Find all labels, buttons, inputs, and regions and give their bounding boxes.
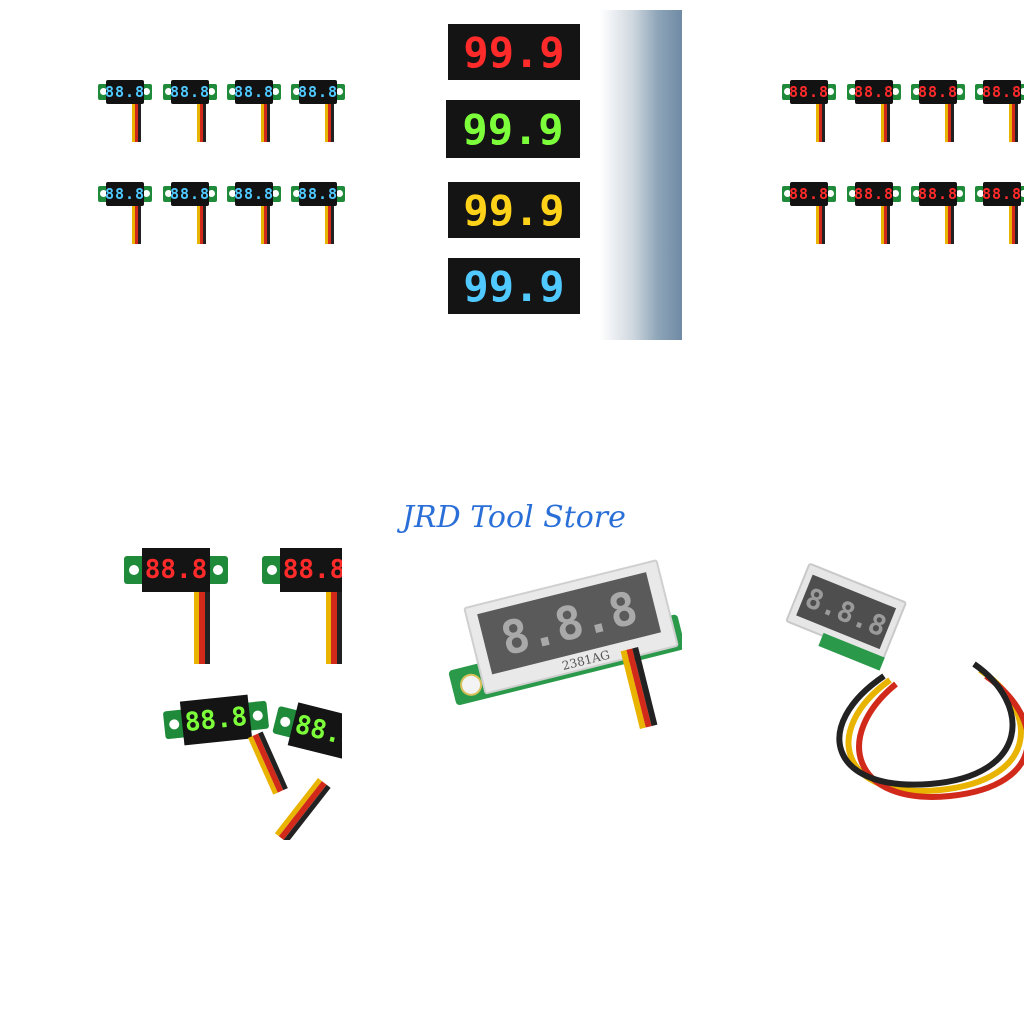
green-module-large-2: 88.8 bbox=[270, 698, 342, 766]
red-module-large-2-wires bbox=[326, 592, 342, 664]
red-module: 88.8 bbox=[911, 80, 965, 142]
red-module: 88.8 bbox=[975, 182, 1024, 244]
red-module: 88.8 bbox=[847, 80, 901, 142]
red-module-reading: 88.8 bbox=[789, 182, 828, 206]
blue-module-reading: 88.8 bbox=[298, 80, 337, 104]
display-yellow: 99.9 bbox=[448, 182, 580, 238]
green-module-large-1-reading: 88.8 bbox=[183, 701, 249, 739]
blue-module: 88.8 bbox=[291, 182, 345, 244]
red-module: 88.8 bbox=[847, 182, 901, 244]
circuit-board-background bbox=[600, 10, 682, 340]
display-green: 99.9 bbox=[446, 100, 580, 158]
red-module-reading: 88.8 bbox=[982, 182, 1021, 206]
red-module-large-2: 88.8 bbox=[262, 548, 342, 592]
blue-module: 88.8 bbox=[227, 182, 281, 244]
red-module-large-2-reading: 88.8 bbox=[282, 555, 342, 585]
red-module: 88.8 bbox=[782, 182, 836, 244]
green-module-large-2-reading: 88.8 bbox=[291, 709, 342, 755]
blue-module: 88.8 bbox=[227, 80, 281, 142]
blue-module: 88.8 bbox=[291, 80, 345, 142]
closeup-module-panel: 8.8.8 2381AG bbox=[430, 540, 682, 740]
display-red: 99.9 bbox=[448, 24, 580, 80]
mixed-modules-panel: 88.8 88.8 88.8 88.8 bbox=[120, 540, 342, 840]
red-module-large-1-reading: 88.8 bbox=[144, 555, 208, 585]
blue-module-reading: 88.8 bbox=[298, 182, 337, 206]
display-green-reading: 99.9 bbox=[462, 104, 564, 154]
blue-module: 88.8 bbox=[98, 182, 152, 244]
blue-module-reading: 88.8 bbox=[234, 80, 273, 104]
red-module-reading: 88.8 bbox=[854, 182, 893, 206]
display-blue: 99.9 bbox=[448, 258, 580, 314]
blue-module-reading: 88.8 bbox=[170, 80, 209, 104]
blue-module-reading: 88.8 bbox=[170, 182, 209, 206]
blue-modules-panel: 88.8 88.8 88.8 88.8 88.8 88.8 88.8 88.8 bbox=[90, 60, 350, 280]
red-module: 88.8 bbox=[911, 182, 965, 244]
wired-module-reading: 8.8.8 bbox=[800, 580, 892, 643]
red-module-reading: 88.8 bbox=[854, 80, 893, 104]
blue-module: 88.8 bbox=[163, 80, 217, 142]
red-module-large-1-wires bbox=[194, 592, 210, 664]
store-brand-text: JRD Tool Store bbox=[402, 500, 626, 535]
blue-module: 88.8 bbox=[98, 80, 152, 142]
wired-module-panel: 8.8.8 bbox=[780, 560, 1024, 810]
red-module: 88.8 bbox=[975, 80, 1024, 142]
blue-module-reading: 88.8 bbox=[105, 182, 144, 206]
red-module-reading: 88.8 bbox=[982, 80, 1021, 104]
blue-module-reading: 88.8 bbox=[105, 80, 144, 104]
blue-module-reading: 88.8 bbox=[234, 182, 273, 206]
red-modules-panel: 88.8 88.8 88.8 88.8 88.8 88.8 88.8 88.8 bbox=[774, 60, 1024, 280]
color-variants-panel: 99.9 99.9 99.9 99.9 bbox=[420, 10, 682, 340]
red-module-reading: 88.8 bbox=[789, 80, 828, 104]
red-module-reading: 88.8 bbox=[918, 80, 957, 104]
display-yellow-reading: 99.9 bbox=[463, 185, 565, 235]
red-module-reading: 88.8 bbox=[918, 182, 957, 206]
blue-module: 88.8 bbox=[163, 182, 217, 244]
display-red-reading: 99.9 bbox=[463, 27, 565, 77]
red-module-large-1: 88.8 bbox=[124, 548, 228, 592]
red-module: 88.8 bbox=[782, 80, 836, 142]
display-blue-reading: 99.9 bbox=[463, 261, 565, 311]
